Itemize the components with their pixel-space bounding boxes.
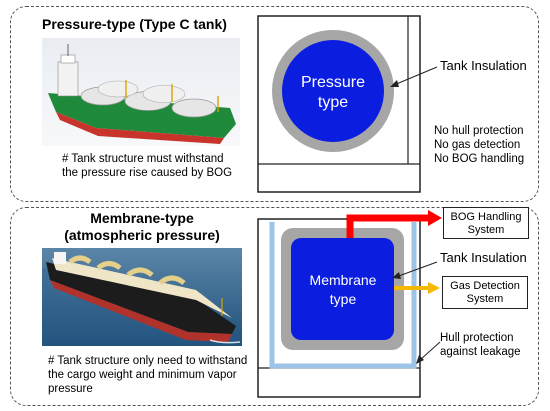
membrane-type-panel	[10, 207, 539, 406]
gas-box-line2: System	[466, 293, 504, 305]
gas-box-line1: Gas Detection	[450, 280, 520, 292]
membrane-insulation-label: Tank Insulation	[440, 250, 527, 265]
pressure-tank-label-line1: Pressure	[300, 74, 366, 91]
bog-handling-system-box: BOG Handling System	[443, 207, 529, 239]
bog-box-line2: System	[467, 224, 505, 236]
hull-label-line1: Hull protection	[440, 332, 514, 344]
membrane-tank-label-line1: Membrane	[309, 272, 377, 288]
feature-no-gas-detection: No gas detection	[434, 139, 521, 151]
lpg-ship-illustration	[42, 38, 240, 146]
hull-protection-label: Hull protection against leakage	[440, 331, 521, 359]
membrane-tank-label-line2: type	[329, 291, 357, 307]
feature-no-bog-handling: No BOG handling	[434, 153, 525, 165]
pressure-feature-list: No hull protection No gas detection No B…	[434, 124, 524, 166]
lng-ship-photo	[42, 248, 242, 346]
gas-detection-system-box: Gas Detection System	[442, 276, 528, 309]
membrane-type-title-line1: Membrane-type	[90, 210, 194, 226]
feature-no-hull-protection: No hull protection	[434, 125, 524, 137]
pressure-type-panel	[10, 6, 539, 202]
pressure-insulation-label: Tank Insulation	[440, 58, 527, 73]
pressure-tank-section	[257, 15, 438, 193]
hull-label-line2: against leakage	[440, 346, 521, 358]
pressure-type-note: # Tank structure must withstand the pres…	[62, 153, 233, 179]
membrane-tank-section	[257, 210, 442, 398]
pressure-tank-label-line2: type	[317, 94, 349, 111]
pressure-type-title: Pressure-type (Type C tank)	[42, 16, 227, 32]
bog-box-line1: BOG Handling	[450, 211, 522, 223]
membrane-type-title-line2: (atmospheric pressure)	[64, 227, 220, 243]
membrane-type-note: # Tank structure only need to withstand …	[48, 355, 248, 395]
